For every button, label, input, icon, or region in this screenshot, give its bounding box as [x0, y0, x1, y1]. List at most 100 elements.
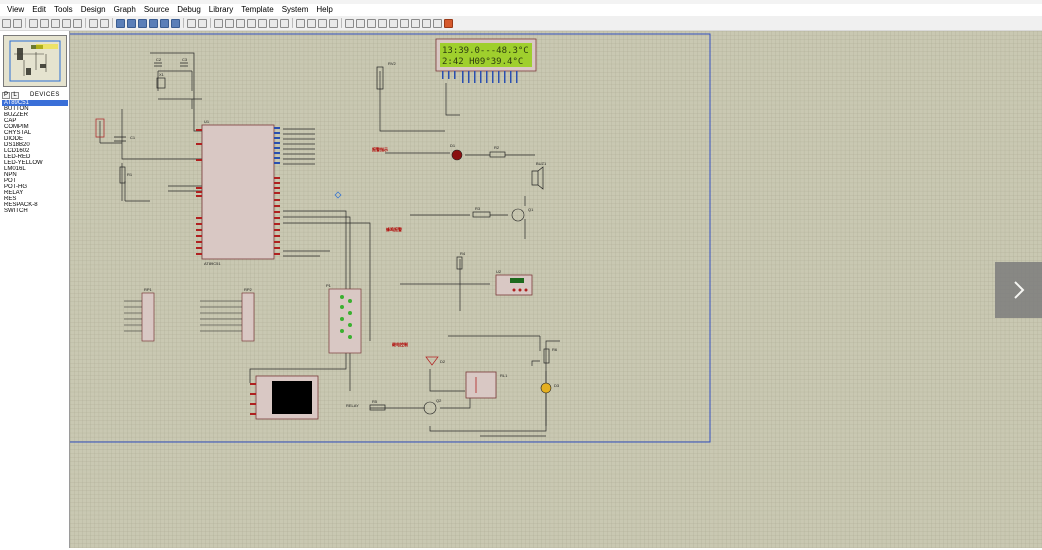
cut-icon[interactable]: [214, 18, 223, 28]
mcu-u1[interactable]: U1 AT89C51: [196, 119, 280, 266]
lamp-d3[interactable]: D3: [540, 382, 560, 394]
transistor-q1[interactable]: Q1: [511, 207, 534, 222]
device-list-item[interactable]: BUZZER: [4, 112, 28, 118]
device-list-item[interactable]: LM016L: [4, 166, 26, 172]
next-page-button[interactable]: [995, 262, 1042, 318]
exit-to-parent-icon[interactable]: [411, 18, 420, 28]
print-icon[interactable]: [62, 18, 71, 28]
design-explorer-icon[interactable]: [378, 18, 387, 28]
device-list-item[interactable]: POT: [4, 178, 17, 184]
menu-system[interactable]: System: [281, 5, 309, 14]
zoom-all-icon[interactable]: [160, 18, 169, 28]
packaging-tool-icon[interactable]: [318, 18, 327, 28]
grid-icon[interactable]: [100, 18, 109, 28]
pick-device-icon[interactable]: [296, 18, 305, 28]
area-icon[interactable]: [73, 18, 82, 28]
block-delete-icon[interactable]: [280, 18, 289, 28]
relay-rl1[interactable]: RL1: [465, 371, 508, 399]
respack-rp2[interactable]: RP2: [200, 287, 255, 342]
copy-icon[interactable]: [225, 18, 234, 28]
capacitor-c1[interactable]: C1: [114, 135, 136, 142]
device-list-item[interactable]: BUTTON: [4, 106, 29, 112]
menu-help[interactable]: Help: [316, 5, 333, 14]
crystal-x1[interactable]: X1: [156, 72, 166, 89]
save-icon[interactable]: [29, 18, 38, 28]
menu-template[interactable]: Template: [241, 5, 274, 14]
menu-source[interactable]: Source: [143, 5, 170, 14]
new-file-icon[interactable]: [2, 18, 11, 28]
device-list-item[interactable]: AT89C51: [2, 100, 68, 106]
resistor-r3[interactable]: R3: [472, 206, 491, 218]
schematic-canvas[interactable]: X1 C2 C3 C1 R1 U1 AT89C51: [70, 31, 1042, 548]
device-list-item[interactable]: LED-RED: [4, 154, 31, 160]
resistor-r5[interactable]: R5: [369, 399, 386, 411]
device-list-item[interactable]: CAP: [4, 118, 17, 124]
overview-window[interactable]: [3, 35, 67, 87]
electrical-rule-check-icon[interactable]: [433, 18, 442, 28]
capacitor-c3[interactable]: C3: [180, 57, 188, 67]
schematic-drawing[interactable]: X1 C2 C3 C1 R1 U1 AT89C51: [70, 31, 1042, 548]
refresh-icon[interactable]: [89, 18, 98, 28]
device-list-item[interactable]: DIODE: [4, 136, 24, 142]
device-list-item[interactable]: LCD1602: [4, 148, 30, 154]
redo-icon[interactable]: [198, 18, 207, 28]
menu-tools[interactable]: Tools: [54, 5, 73, 14]
transistor-q2[interactable]: Q2: [423, 398, 442, 415]
paste-icon[interactable]: [236, 18, 245, 28]
diode-d2[interactable]: D2: [425, 356, 446, 366]
menu-view[interactable]: View: [7, 5, 25, 14]
pan-icon[interactable]: [127, 18, 136, 28]
block-copy-icon[interactable]: [247, 18, 256, 28]
device-list-item[interactable]: NPN: [4, 172, 17, 178]
device-list-item[interactable]: RESPACK-8: [4, 202, 38, 208]
led-d1[interactable]: D1: [450, 143, 463, 161]
device-list-item[interactable]: POT-HG: [4, 184, 28, 190]
device-list-item[interactable]: RELAY: [4, 190, 24, 196]
wire-autorouter-icon[interactable]: [345, 18, 354, 28]
device-list-item[interactable]: RES: [4, 196, 17, 202]
menu-graph[interactable]: Graph: [113, 5, 136, 14]
menu-debug[interactable]: Debug: [177, 5, 201, 14]
open-file-icon[interactable]: [13, 18, 22, 28]
resistor-r6[interactable]: R6: [543, 347, 558, 364]
block-move-icon[interactable]: [258, 18, 267, 28]
capacitor-c2[interactable]: C2: [154, 57, 162, 67]
undo-icon[interactable]: [187, 18, 196, 28]
device-list-item[interactable]: DS18B20: [4, 142, 30, 148]
menu-design[interactable]: Design: [80, 5, 106, 14]
property-assignment-icon[interactable]: [367, 18, 376, 28]
resistor-r2[interactable]: R2: [489, 145, 506, 158]
export-icon[interactable]: [51, 18, 60, 28]
block-rotate-icon[interactable]: [269, 18, 278, 28]
virtual-terminal[interactable]: [250, 375, 319, 420]
zoom-area-icon[interactable]: [171, 18, 180, 28]
netlist-to-ares-icon[interactable]: [444, 18, 453, 28]
device-list-item[interactable]: CRYSTAL: [4, 130, 32, 136]
device-list-item[interactable]: LED-YELLOW: [4, 160, 43, 166]
device-list-item[interactable]: COMPIM: [4, 124, 29, 130]
import-icon[interactable]: [40, 18, 49, 28]
device-list-item[interactable]: SWITCH: [4, 208, 28, 214]
connector-p1[interactable]: P1: [326, 283, 362, 354]
remove-sheet-icon[interactable]: [400, 18, 409, 28]
reset-button[interactable]: [95, 118, 105, 138]
potentiometer-rv2[interactable]: RV2: [376, 61, 396, 90]
menu-library[interactable]: Library: [208, 5, 234, 14]
sensor-u2[interactable]: U2: [495, 269, 533, 296]
lcd-display[interactable]: 13:39.0---48.3°C 2:42 H09°39.4°C: [435, 38, 537, 83]
decompose-icon[interactable]: [329, 18, 338, 28]
library-manager-button[interactable]: L: [11, 91, 19, 99]
zoom-in-icon[interactable]: [138, 18, 147, 28]
respack-rp1[interactable]: RP1: [124, 287, 155, 342]
bill-of-materials-icon[interactable]: [422, 18, 431, 28]
search-tag-icon[interactable]: [356, 18, 365, 28]
resistor-r4[interactable]: R4: [456, 251, 466, 270]
menu-edit[interactable]: Edit: [32, 5, 46, 14]
new-sheet-icon[interactable]: [389, 18, 398, 28]
make-device-icon[interactable]: [307, 18, 316, 28]
origin-icon[interactable]: [116, 18, 125, 28]
buzzer-buz1[interactable]: BUZ1: [531, 161, 547, 190]
resistor-r1[interactable]: R1: [119, 166, 133, 184]
pick-devices-button[interactable]: P: [2, 91, 10, 99]
zoom-out-icon[interactable]: [149, 18, 158, 28]
